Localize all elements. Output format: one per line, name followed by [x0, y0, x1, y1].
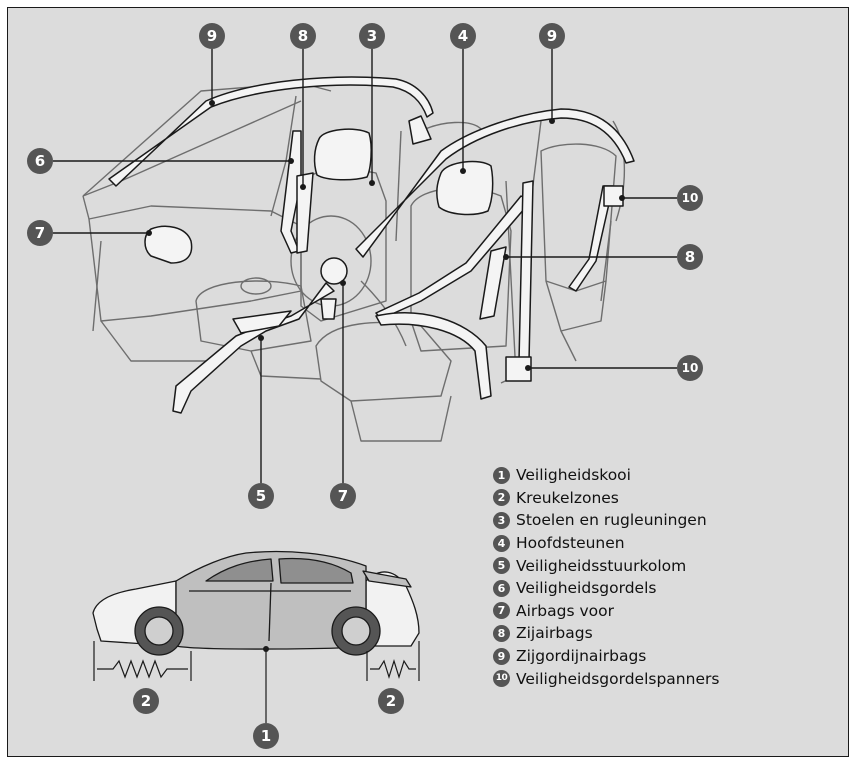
steering-column-plate	[233, 311, 291, 333]
legend-item: 8 Zijairbags	[493, 622, 719, 645]
callout-10-top: 10	[677, 185, 703, 211]
legend-label: Veiligheidsstuurkolom	[516, 557, 686, 575]
legend-item: 6 Veiligheidsgordels	[493, 577, 719, 600]
legend: 1 Veiligheidskooi 2 Kreukelzones 3 Stoelen en…	[493, 464, 719, 690]
callout-8-top: 8	[290, 23, 316, 49]
callout-1: 1	[253, 723, 279, 749]
passenger-front-airbag	[145, 226, 192, 263]
vehicle-safety-illustration	[8, 8, 850, 758]
callout-8-right: 8	[677, 244, 703, 270]
callout-4: 4	[450, 23, 476, 49]
legend-item: 1 Veiligheidskooi	[493, 464, 719, 487]
callout-5: 5	[248, 483, 274, 509]
driver-headrest	[315, 129, 372, 180]
legend-label: Kreukelzones	[516, 489, 619, 507]
callout-3: 3	[359, 23, 385, 49]
legend-number: 1	[493, 467, 510, 484]
steering-column	[173, 283, 334, 413]
legend-item: 5 Veiligheidsstuurkolom	[493, 554, 719, 577]
legend-label: Veiligheidsgordels	[516, 579, 656, 597]
callout-9-front: 9	[199, 23, 225, 49]
legend-number: 2	[493, 489, 510, 506]
legend-label: Veiligheidsgordelspanners	[516, 670, 719, 688]
callout-2-front: 2	[133, 688, 159, 714]
legend-number: 3	[493, 512, 510, 529]
legend-number: 6	[493, 580, 510, 597]
legend-number: 4	[493, 535, 510, 552]
legend-item: 2 Kreukelzones	[493, 487, 719, 510]
body-leader-dot	[263, 646, 269, 652]
legend-item: 4 Hoofdsteunen	[493, 532, 719, 555]
legend-label: Stoelen en rugleuningen	[516, 511, 707, 529]
callout-10-bottom: 10	[677, 355, 703, 381]
legend-number: 8	[493, 625, 510, 642]
legend-label: Hoofdsteunen	[516, 534, 625, 552]
legend-label: Zijairbags	[516, 624, 593, 642]
legend-item: 7 Airbags voor	[493, 600, 719, 623]
legend-label: Veiligheidskooi	[516, 466, 631, 484]
callout-2-rear: 2	[378, 688, 404, 714]
callout-9-rear: 9	[539, 23, 565, 49]
callout-6: 6	[27, 148, 53, 174]
legend-number: 5	[493, 557, 510, 574]
callout-7-bottom: 7	[330, 483, 356, 509]
legend-label: Airbags voor	[516, 602, 614, 620]
legend-number: 7	[493, 602, 510, 619]
legend-item: 10 Veiligheidsgordelspanners	[493, 667, 719, 690]
front-curtain-airbag	[109, 77, 433, 186]
car-side-view	[93, 552, 419, 655]
passenger-lap-belt	[376, 313, 491, 399]
passenger-side-airbag	[480, 247, 506, 319]
center-buckle	[321, 299, 336, 319]
callout-7-left: 7	[27, 220, 53, 246]
legend-number: 9	[493, 648, 510, 665]
legend-number: 10	[493, 670, 510, 687]
legend-label: Zijgordijnairbags	[516, 647, 646, 665]
legend-item: 3 Stoelen en rugleuningen	[493, 509, 719, 532]
legend-item: 9 Zijgordijnairbags	[493, 645, 719, 668]
